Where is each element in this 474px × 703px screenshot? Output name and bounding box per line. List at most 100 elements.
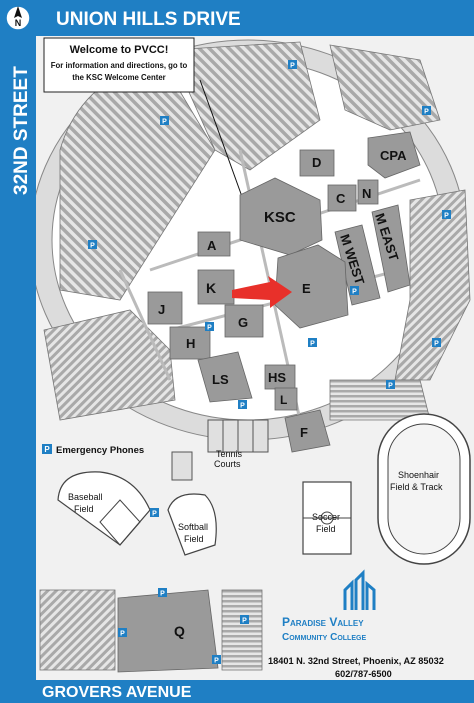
- college-address: 18401 N. 32nd Street, Phoenix, AZ 85032: [268, 656, 444, 666]
- parking-lot-southeast: [329, 379, 431, 421]
- college-name-line-1: Paradise Valley: [282, 615, 364, 629]
- building-e-shape[interactable]: [274, 244, 349, 329]
- phone-marker-icon[interactable]: P: [212, 655, 221, 665]
- phone-marker-icon[interactable]: P: [160, 116, 169, 126]
- phone-marker-icon[interactable]: P: [350, 286, 359, 296]
- parking-lot-west: [43, 309, 176, 421]
- phone-marker-icon[interactable]: P: [422, 106, 431, 116]
- phone-marker-icon[interactable]: P: [432, 338, 441, 348]
- softball-field: Softball Field: [167, 493, 217, 556]
- building-label-q: Q: [174, 623, 185, 639]
- building-c-shape[interactable]: [327, 184, 357, 212]
- union-hills-drive-road: [0, 0, 474, 36]
- legend-phone-icon: P: [44, 445, 50, 454]
- phone-marker-icon[interactable]: P: [386, 380, 395, 390]
- emergency-phone-markers: P P P P P P P P P P P P P P P P: [88, 60, 451, 665]
- building-g-shape[interactable]: [224, 304, 264, 338]
- phone-marker-icon[interactable]: P: [442, 210, 451, 220]
- svg-text:P: P: [388, 383, 393, 390]
- compass-north-icon: N: [15, 18, 22, 28]
- phone-marker-icon[interactable]: P: [238, 400, 247, 410]
- baseball-label-1: Baseball: [68, 492, 103, 502]
- welcome-line-1: For information and directions, go to: [51, 61, 188, 70]
- building-label-a: A: [207, 238, 217, 253]
- shoenhair-label-2: Field & Track: [390, 482, 443, 492]
- welcome-line-2: the KSC Welcome Center: [72, 73, 165, 82]
- college-logo: [343, 569, 376, 610]
- building-label-ksc: KSC: [264, 209, 296, 226]
- building-label-j: J: [158, 302, 165, 317]
- phone-marker-icon[interactable]: P: [240, 615, 249, 625]
- phone-marker-icon[interactable]: P: [150, 508, 159, 518]
- phone-marker-icon[interactable]: P: [118, 628, 127, 638]
- building-n-shape[interactable]: [357, 179, 379, 205]
- svg-text:P: P: [444, 213, 449, 220]
- college-name-line-2: Community College: [282, 632, 366, 643]
- legend-emergency-phones: P Emergency Phones: [42, 444, 144, 456]
- soccer-label-1: Soccer: [312, 512, 340, 522]
- phone-marker-icon[interactable]: P: [158, 588, 167, 598]
- tennis-courts: Tennis Courts: [171, 419, 269, 481]
- building-d-shape[interactable]: [299, 149, 335, 177]
- phone-marker-icon[interactable]: P: [288, 60, 297, 70]
- building-label-k: K: [206, 280, 216, 296]
- tennis-courts-label-1: Tennis: [216, 449, 243, 459]
- svg-text:P: P: [352, 289, 357, 296]
- buildings: [117, 131, 421, 673]
- welcome-pointer-line: [199, 79, 246, 206]
- building-j-shape[interactable]: [147, 291, 183, 325]
- you-are-here-arrow-icon: [232, 276, 292, 308]
- building-label-ls: LS: [212, 372, 229, 387]
- building-label-c: C: [336, 191, 346, 206]
- building-q-shape[interactable]: [117, 589, 219, 673]
- college-phone: 602/787-6500: [335, 669, 392, 679]
- phone-marker-icon[interactable]: P: [308, 338, 317, 348]
- building-label-h: H: [186, 336, 195, 351]
- street-label-grovers-avenue: GROVERS AVENUE: [42, 684, 192, 701]
- svg-text:P: P: [207, 325, 212, 332]
- parking-lot-north: [169, 41, 321, 171]
- softball-label-1: Softball: [178, 522, 208, 532]
- soccer-field: Soccer Field: [302, 481, 352, 555]
- building-k-shape[interactable]: [197, 269, 235, 305]
- legend-label: Emergency Phones: [56, 445, 144, 456]
- welcome-title: Welcome to PVCC!: [70, 44, 169, 56]
- building-label-g: G: [238, 315, 248, 330]
- compass-rose: N: [5, 5, 31, 31]
- building-label-l: L: [280, 393, 287, 407]
- parking-lot-northeast: [329, 44, 441, 131]
- parking-lot-south-west: [39, 589, 116, 671]
- shoenhair-label-1: Shoenhair: [398, 470, 439, 480]
- building-ls-shape[interactable]: [197, 351, 253, 403]
- building-ksc-shape[interactable]: [239, 177, 323, 256]
- tennis-courts-label-2: Courts: [214, 459, 241, 469]
- parking-lot-east: [394, 189, 471, 381]
- grovers-avenue-road: [0, 680, 474, 703]
- svg-text:P: P: [290, 63, 295, 70]
- street-label-32nd-street: 32ND STREET: [11, 66, 32, 195]
- building-f-shape[interactable]: [284, 409, 331, 453]
- building-label-d: D: [312, 155, 321, 170]
- svg-text:P: P: [240, 403, 245, 410]
- svg-text:P: P: [214, 658, 219, 665]
- 32nd-street-road: [0, 0, 36, 703]
- svg-text:P: P: [120, 631, 125, 638]
- phone-marker-icon[interactable]: P: [205, 322, 214, 332]
- svg-text:P: P: [162, 119, 167, 126]
- building-a-shape[interactable]: [197, 231, 231, 257]
- softball-label-2: Field: [184, 534, 204, 544]
- phone-marker-icon[interactable]: P: [88, 240, 97, 250]
- svg-text:P: P: [434, 341, 439, 348]
- building-cpa-shape[interactable]: [367, 131, 421, 179]
- building-label-e: E: [302, 281, 311, 296]
- building-m-east-shape[interactable]: [371, 204, 411, 293]
- baseball-label-2: Field: [74, 504, 94, 514]
- building-label-hs: HS: [268, 370, 286, 385]
- welcome-callout: Welcome to PVCC! For information and dir…: [43, 37, 248, 206]
- building-h-shape[interactable]: [169, 326, 211, 360]
- building-l-shape[interactable]: [274, 387, 298, 411]
- college-logo-icon: [343, 569, 376, 610]
- svg-text:P: P: [424, 109, 429, 116]
- svg-text:P: P: [90, 243, 95, 250]
